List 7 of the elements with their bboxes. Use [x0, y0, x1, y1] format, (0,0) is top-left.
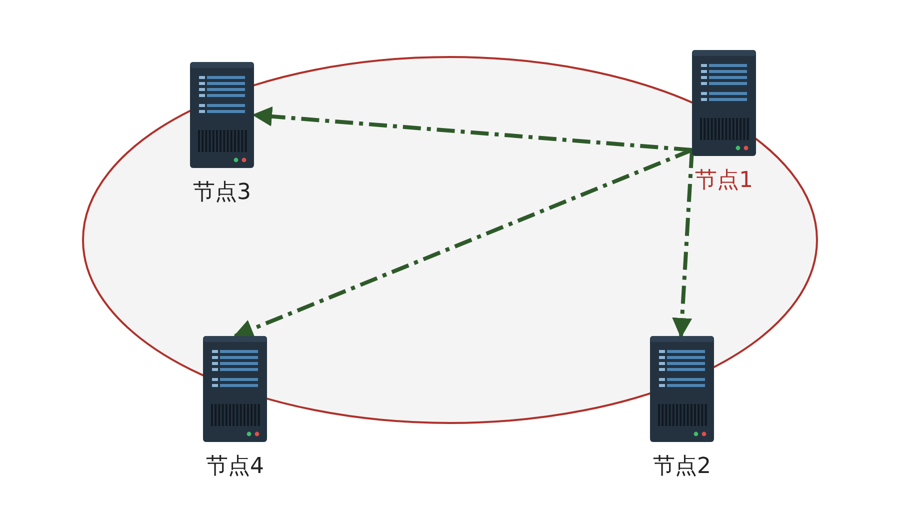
arrow	[233, 148, 693, 338]
node-label: 节点1	[695, 168, 753, 194]
arrow	[252, 106, 692, 152]
node-label: 节点2	[653, 454, 711, 480]
node-label: 节点4	[206, 454, 264, 480]
arrow	[672, 150, 694, 338]
node-label: 节点3	[193, 180, 251, 206]
